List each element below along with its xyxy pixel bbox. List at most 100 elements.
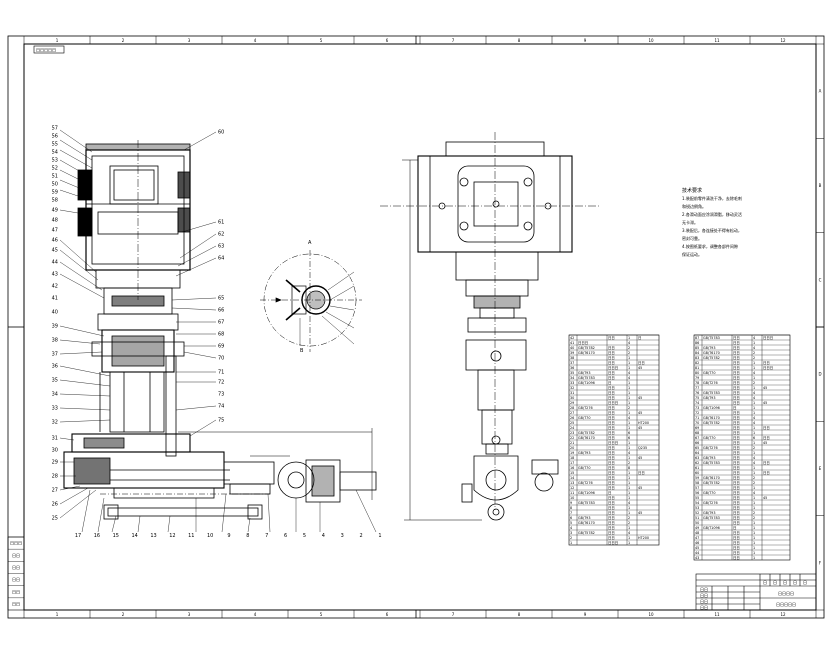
- bom-cell-name: 日日: [733, 441, 740, 445]
- bom-cell-no: 53: [695, 506, 699, 510]
- bom-cell-no: 29: [570, 401, 574, 405]
- bom-cell-no: 45: [695, 546, 699, 550]
- part-label: 39: [52, 324, 58, 330]
- part-label: 2: [360, 533, 363, 539]
- bom-cell-name: 日日: [608, 431, 615, 435]
- zone-number-bottom: 4: [254, 612, 257, 617]
- bom-cell-mat: 日日: [763, 436, 770, 440]
- bom-cell-name: 日日: [608, 416, 615, 420]
- bom-cell-no: 51: [695, 516, 699, 520]
- bom-cell-qty: 1: [628, 526, 630, 530]
- zone-number-top: 3: [188, 38, 191, 43]
- part-label: 56: [52, 134, 58, 140]
- bom-cell-mat: HT200: [638, 536, 649, 540]
- bom-cell-code: GB/T93: [578, 371, 590, 375]
- bom-cell-no: 37: [570, 361, 574, 365]
- bom-cell-name: 日日: [733, 471, 740, 475]
- part-label: 7: [265, 533, 268, 539]
- bom-cell-name: 日日: [608, 536, 615, 540]
- bom-cell-mat: 45: [763, 441, 767, 445]
- bom-cell-qty: 1: [753, 411, 755, 415]
- part-label: 66: [218, 308, 224, 314]
- bom-cell-qty: 4: [753, 371, 755, 375]
- section-a-view: [260, 250, 362, 352]
- bom-cell-name: 日日: [608, 521, 615, 525]
- bom-cell-name: 日: [733, 526, 736, 530]
- bom-cell-code: GB/T6170: [578, 351, 595, 355]
- bom-cell-name: 日日: [733, 336, 740, 340]
- bom-cell-no: 23: [570, 431, 574, 435]
- zone-number-top: 9: [584, 38, 587, 43]
- bom-cell-name: 日日: [733, 386, 740, 390]
- bom-cell-qty: 1: [628, 421, 630, 425]
- bom-cell-name: 日日: [733, 371, 740, 375]
- part-label: 35: [52, 378, 58, 384]
- bom-cell-no: 82: [695, 361, 699, 365]
- bom-cell-qty: 4: [753, 336, 755, 340]
- part-label: 50: [52, 182, 58, 188]
- bom-cell-no: 48: [695, 531, 699, 535]
- title-box-text: 日日日日日: [36, 48, 56, 53]
- bom-cell-code: GB/T6170: [703, 416, 720, 420]
- part-label: 73: [218, 392, 224, 398]
- bom-cell-qty: 1: [628, 491, 630, 495]
- bom-cell-name: 日日: [608, 456, 615, 460]
- part-label: 13: [150, 533, 156, 539]
- bom-cell-no: 56: [695, 491, 699, 495]
- bom-cell-code: GB/T5783: [703, 516, 720, 520]
- bom-cell-qty: 1: [628, 511, 630, 515]
- bom-cell-code: GB/T5783: [703, 336, 720, 340]
- part-label: 36: [52, 364, 58, 370]
- bom-cell-qty: 4: [628, 376, 630, 380]
- bom-cell-no: 77: [695, 386, 699, 390]
- bom-cell-code: GB/T93: [703, 511, 715, 515]
- drawing-code: 日日日日日: [776, 602, 796, 607]
- part-label: 68: [218, 332, 224, 338]
- part-label: 52: [52, 166, 58, 172]
- bom-cell-qty: 1: [753, 506, 755, 510]
- bom-cell-name: 日日: [733, 416, 740, 420]
- bom-cell-code: GB/T93: [578, 516, 590, 520]
- tech-note-line: 4.按图纸要求，调整各部件间隙: [682, 243, 738, 249]
- bom-cell-mat: 45: [638, 456, 642, 460]
- scale-cell: 日: [763, 580, 767, 585]
- bom-cell-no: 36: [570, 366, 574, 370]
- bom-cell-name: 日日: [733, 511, 740, 515]
- scale-cell: 日: [803, 580, 807, 585]
- zone-number-top: 7: [452, 38, 455, 43]
- bom-cell-qty: 1: [628, 486, 630, 490]
- bom-cell-no: 47: [695, 536, 699, 540]
- section-a-label: A: [308, 240, 312, 246]
- bom-cell-no: 17: [570, 461, 574, 465]
- bom-cell-no: 79: [695, 376, 699, 380]
- bom-cell-no: 2: [570, 536, 572, 540]
- bom-cell-name: 日日: [608, 451, 615, 455]
- tech-note-line: 1.装配前零件清洗干净，去除毛刺: [682, 195, 742, 201]
- bom-cell-qty: 4: [628, 371, 630, 375]
- scale-cell: 日: [773, 580, 777, 585]
- bom-cell-no: 7: [570, 511, 572, 515]
- bom-cell-name: 日日: [608, 486, 615, 490]
- bom-cell-code: GB/T5782: [703, 356, 720, 360]
- part-label: 30: [52, 448, 58, 454]
- part-label: 3: [341, 533, 344, 539]
- bom-cell-code: GB/T276: [703, 446, 718, 450]
- part-label: 5: [303, 533, 306, 539]
- bom-cell-no: 1: [570, 541, 572, 545]
- part-label: 28: [52, 474, 58, 480]
- bom-cell-name: 日日: [608, 526, 615, 530]
